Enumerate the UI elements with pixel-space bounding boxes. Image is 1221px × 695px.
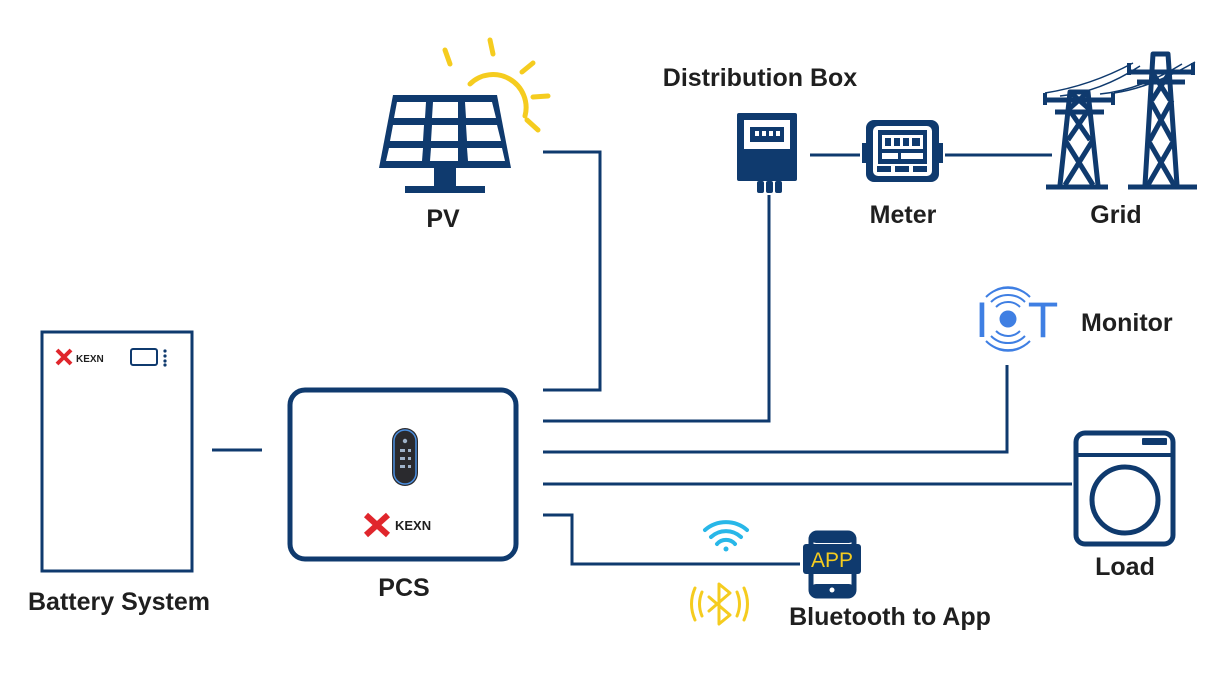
battery-indicator-dots	[163, 349, 167, 367]
washing-machine-icon	[1073, 430, 1176, 547]
sun-icon	[442, 37, 551, 133]
app-line	[543, 513, 800, 566]
meter-icon	[862, 120, 943, 182]
wifi-icon	[703, 520, 749, 552]
label-distribution-box: Distribution Box	[663, 64, 858, 92]
connection-lines	[212, 150, 1072, 566]
monitor-line	[543, 365, 1009, 454]
battery-cabinet-icon: KEXN	[40, 330, 194, 573]
distribution-box-line	[543, 195, 771, 423]
label-pcs: PCS	[378, 574, 429, 602]
iot-letter-t: T	[1028, 292, 1059, 348]
battery-logo: KEXN	[55, 348, 104, 366]
app-badge-text: APP	[811, 549, 853, 572]
label-monitor: Monitor	[1081, 309, 1173, 337]
distribution-box-icon	[737, 113, 797, 193]
label-pv: PV	[426, 205, 460, 233]
transmission-tower-icon	[1043, 51, 1197, 190]
bluetooth-icon	[690, 582, 749, 626]
iot-icon: I T	[975, 286, 1059, 352]
phone-app-icon: APP	[803, 530, 861, 599]
label-load: Load	[1095, 553, 1155, 581]
pv-line	[543, 150, 602, 392]
pcs-logo: KEXN	[363, 512, 431, 538]
pcs-brand-text: KEXN	[395, 518, 431, 533]
label-meter: Meter	[870, 201, 937, 229]
iot-letter-i: I	[975, 292, 989, 348]
battery-brand-text: KEXN	[76, 354, 104, 365]
label-bluetooth-to-app: Bluetooth to App	[789, 603, 991, 631]
inverter-icon: KEXN	[287, 387, 519, 562]
label-grid: Grid	[1090, 201, 1141, 229]
solar-panel-icon	[379, 95, 511, 193]
battery-display-icon	[130, 348, 158, 366]
label-battery-system: Battery System	[28, 588, 210, 616]
